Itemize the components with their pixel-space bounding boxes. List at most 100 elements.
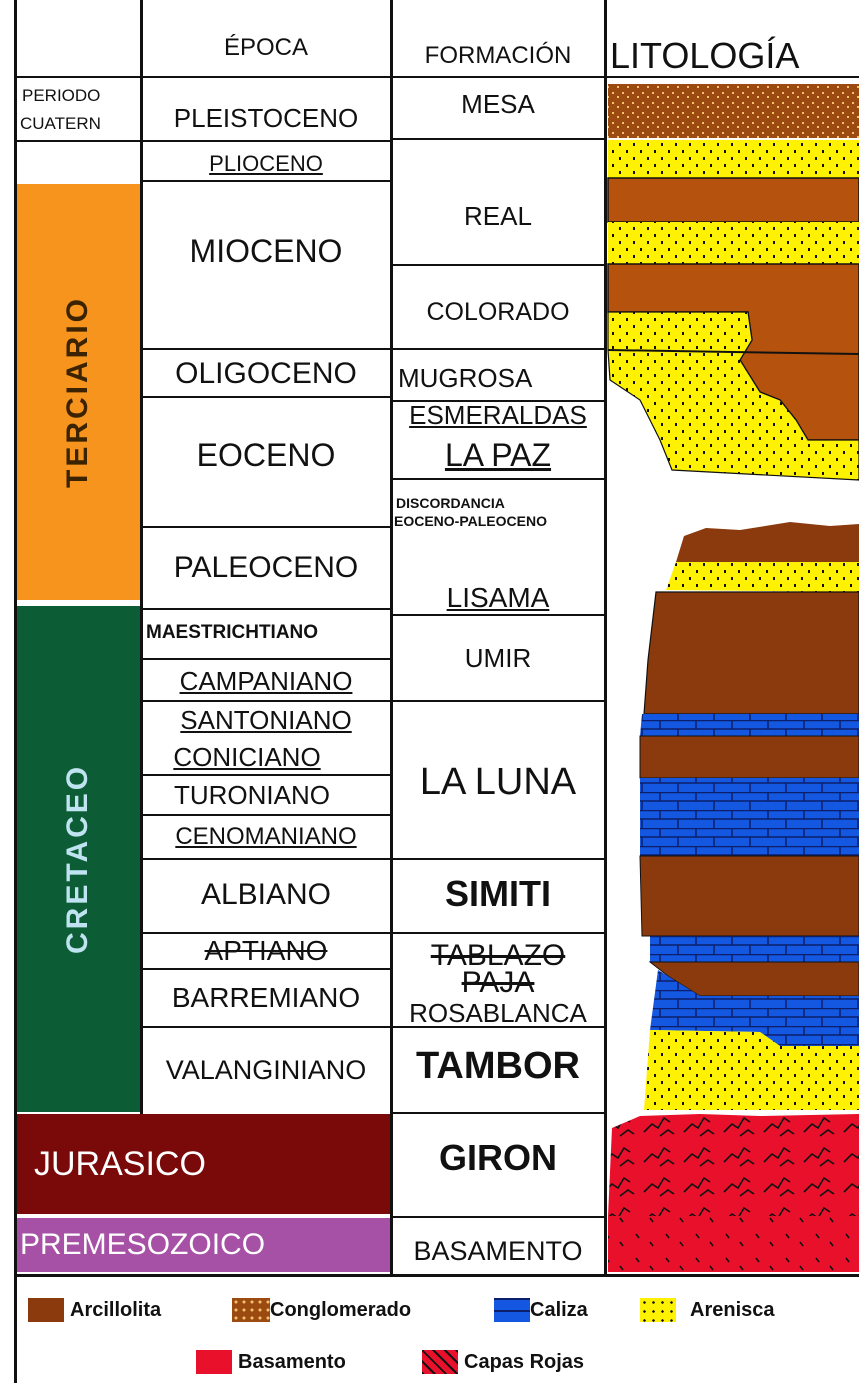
legend-label-capas-rojas: Capas Rojas xyxy=(464,1350,585,1373)
formation-tambor: TAMBOR xyxy=(416,1044,580,1087)
epoch-pleistoceno: PLEISTOCENO xyxy=(173,102,359,133)
swatch-basamento xyxy=(196,1350,232,1374)
litho-caliza-rosablanca xyxy=(650,970,859,1046)
epoch-eoceno: EOCENO xyxy=(196,436,336,473)
formation-esmeraldas: ESMERALDAS xyxy=(409,399,587,430)
legend-label-caliza: Caliza xyxy=(530,1298,588,1321)
epoch-turoniano: TURONIANO xyxy=(174,779,330,810)
litho-arenisca-tambor xyxy=(644,1030,859,1110)
epoch-aptiano: APTIANO xyxy=(204,935,328,966)
litho-arcillolita-2 xyxy=(639,735,859,779)
grid-vline-epoch xyxy=(390,0,393,1274)
grid-hline-cuatern xyxy=(16,140,391,142)
period-column: PERIODO CUATERN TERCIARIO CRETACEO xyxy=(0,0,142,1280)
period-cuaternario: CUATERN xyxy=(20,114,101,133)
litho-arenisca-lisama xyxy=(666,562,859,592)
grid-hline-albiano xyxy=(142,932,604,934)
grid-hline-formation-colorado xyxy=(392,348,604,350)
grid-hline-formation-lapaz xyxy=(392,478,604,480)
swatch-caliza xyxy=(494,1298,530,1322)
grid-hline-header xyxy=(16,76,859,78)
formation-simiti: SIMITI xyxy=(445,873,551,914)
period-jurasico: JURASICO xyxy=(16,1114,390,1214)
epoch-valanginiano: VALANGINIANO xyxy=(165,1054,367,1085)
formation-basamento: BASAMENTO xyxy=(413,1235,583,1266)
formation-real: REAL xyxy=(464,200,532,231)
grid-hline-mioceno xyxy=(142,348,390,350)
litho-arenisca-1 xyxy=(608,140,859,178)
grid-hline-plioceno xyxy=(142,180,390,182)
litho-arcillolita-umir xyxy=(643,591,859,715)
grid-hline-eoceno xyxy=(142,526,390,528)
lithology-column xyxy=(607,84,859,1272)
litho-arcillolita-real xyxy=(607,177,859,223)
litho-basamento xyxy=(608,1216,859,1272)
formation-la-luna: LA LUNA xyxy=(419,760,577,803)
legend-conglomerado: Conglomerado xyxy=(232,1298,411,1322)
grid-vline-period xyxy=(140,0,143,1114)
period-terciario: TERCIARIO xyxy=(16,184,140,600)
grid-hline-barremiano xyxy=(142,1026,604,1028)
grid-hline-paleoceno xyxy=(142,608,390,610)
legend-label-arcillolita: Arcillolita xyxy=(70,1298,162,1321)
grid-hline-formation-lisama xyxy=(392,614,604,616)
epoch-oligoceno: OLIGOCENO xyxy=(175,357,357,390)
formation-rosablanca: ROSABLANCA xyxy=(409,997,587,1028)
legend-caliza: Caliza xyxy=(494,1298,588,1322)
formation-mugrosa: MUGROSA xyxy=(398,362,533,393)
grid-hline-formation-tambor xyxy=(392,1112,604,1114)
grid-hline-bottom xyxy=(16,1274,859,1277)
legend-label-basamento: Basamento xyxy=(238,1350,346,1373)
formation-tablazo: TABLAZO xyxy=(430,939,566,972)
litho-caliza-tablazo xyxy=(650,936,859,962)
period-premesozoico: PREMESOZOICO xyxy=(16,1218,390,1272)
period-cretaceo: CRETACEO xyxy=(16,606,140,1112)
header-epoca: ÉPOCA xyxy=(223,34,309,61)
epoch-santoniano: SANTONIANO xyxy=(180,704,352,735)
grid-hline-oligoceno xyxy=(142,396,390,398)
header-periodo: PERIODO xyxy=(22,86,101,105)
epoch-plioceno: PLIOCENO xyxy=(209,151,323,176)
grid-hline-maestricht xyxy=(142,658,390,660)
grid-hline-formation-giron xyxy=(392,1216,604,1218)
grid-vline-formation xyxy=(604,0,607,1274)
formation-colorado: COLORADO xyxy=(426,297,570,326)
swatch-conglomerado xyxy=(232,1298,270,1322)
grid-hline-cenomaniano xyxy=(142,858,604,860)
litho-conglomerado-mesa xyxy=(608,84,859,138)
formation-mesa: MESA xyxy=(461,88,535,119)
formation-lisama: LISAMA xyxy=(446,582,550,613)
formation-discordancia-1: DISCORDANCIA xyxy=(396,495,505,511)
grid-hline-campaniano xyxy=(142,700,604,702)
grid-hline-aptiano xyxy=(142,968,390,970)
formation-paja: PAJA xyxy=(461,966,535,999)
header-litologia: LITOLOGÍA xyxy=(610,35,800,76)
formation-discordancia-2: EOCENO-PALEOCENO xyxy=(394,513,547,529)
grid-hline-turoniano xyxy=(142,814,390,816)
legend-capas-rojas: Capas Rojas xyxy=(422,1350,584,1374)
grid-left-border xyxy=(14,0,17,1383)
header-formacion: FORMACIÓN xyxy=(424,42,572,69)
epoch-cenomaniano: CENOMANIANO xyxy=(175,823,357,850)
grid-hline-formation-mugrosa xyxy=(392,400,604,402)
litho-arenisca-2 xyxy=(608,222,859,266)
grid-hline-coniciano xyxy=(142,774,390,776)
epoch-campaniano: CAMPANIANO xyxy=(179,665,353,696)
epoch-barremiano: BARREMIANO xyxy=(171,982,361,1013)
epoch-paleoceno: PALEOCENO xyxy=(173,551,359,584)
legend-arenisca: Arenisca xyxy=(640,1298,775,1322)
formation-umir: UMIR xyxy=(464,642,532,673)
legend-basamento: Basamento xyxy=(196,1350,346,1374)
litho-caliza-2 xyxy=(640,778,859,856)
litho-capas-rojas-giron xyxy=(608,1114,859,1216)
legend-arcillolita: Arcillolita xyxy=(28,1298,161,1322)
grid-hline-formation-mesa xyxy=(392,138,604,140)
litho-arcillolita-simiti xyxy=(639,855,859,937)
epoch-albiano: ALBIANO xyxy=(200,878,332,911)
litho-caliza-1 xyxy=(640,714,859,736)
epoch-mioceno: MIOCENO xyxy=(189,232,343,269)
epoch-coniciano: CONICIANO xyxy=(173,741,321,772)
swatch-arcillolita xyxy=(28,1298,64,1322)
legend-label-conglomerado: Conglomerado xyxy=(270,1298,412,1321)
epoch-maestrichtiano: MAESTRICHTIANO xyxy=(146,622,319,643)
